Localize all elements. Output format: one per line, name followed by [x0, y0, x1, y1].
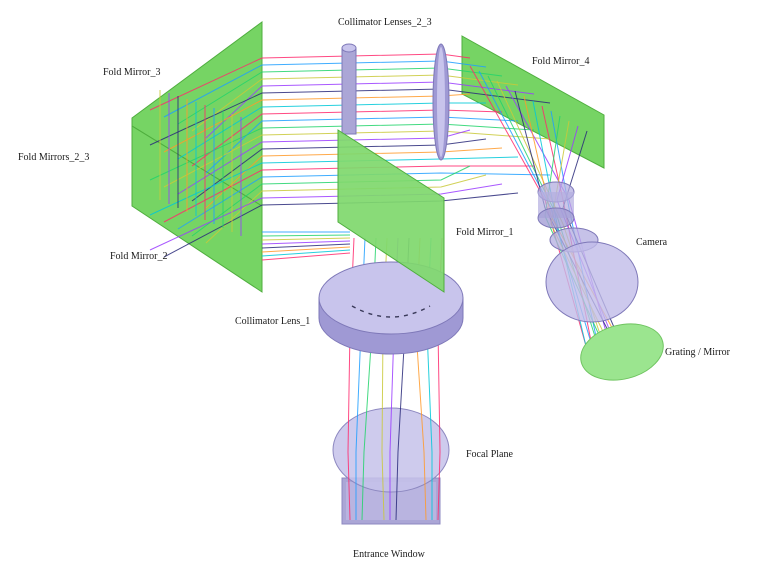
label-entrance-window: Entrance Window	[353, 549, 425, 560]
grating-mirror	[580, 323, 664, 381]
ray-fold-to-m1	[261, 237, 351, 241]
ray-fold-to-m1	[261, 234, 351, 237]
collimator-lens-3	[432, 43, 450, 161]
ray-fold-to-m1	[261, 243, 351, 249]
camera	[537, 181, 639, 323]
fold-mirror-2	[131, 125, 263, 293]
label-focal-plane: Focal Plane	[466, 449, 513, 460]
label-fold-mirror-1: Fold Mirror_1	[456, 227, 514, 238]
label-fold-mirror-4: Fold Mirror_4	[532, 56, 590, 67]
label-grating-mirror: Grating / Mirror	[665, 347, 730, 358]
ray-fold-to-m1	[261, 240, 351, 245]
fold-mirror-1	[337, 129, 445, 293]
label-collimator-lenses-2-3: Collimator Lenses_2_3	[338, 17, 432, 28]
ray-fold-to-m1	[261, 249, 351, 257]
label-fold-mirrors-2-3: Fold Mirrors_2_3	[18, 152, 90, 163]
label-camera: Camera	[636, 237, 668, 248]
label-fold-mirror-2: Fold Mirror_2	[110, 251, 168, 262]
label-fold-mirror-3: Fold Mirror_3	[103, 67, 161, 78]
ray-fold-to-m1	[261, 246, 351, 253]
label-collimator-lens-1: Collimator Lens_1	[235, 316, 311, 327]
ray-fold-to-m1	[261, 252, 351, 261]
collimator-lens-2	[341, 43, 357, 135]
